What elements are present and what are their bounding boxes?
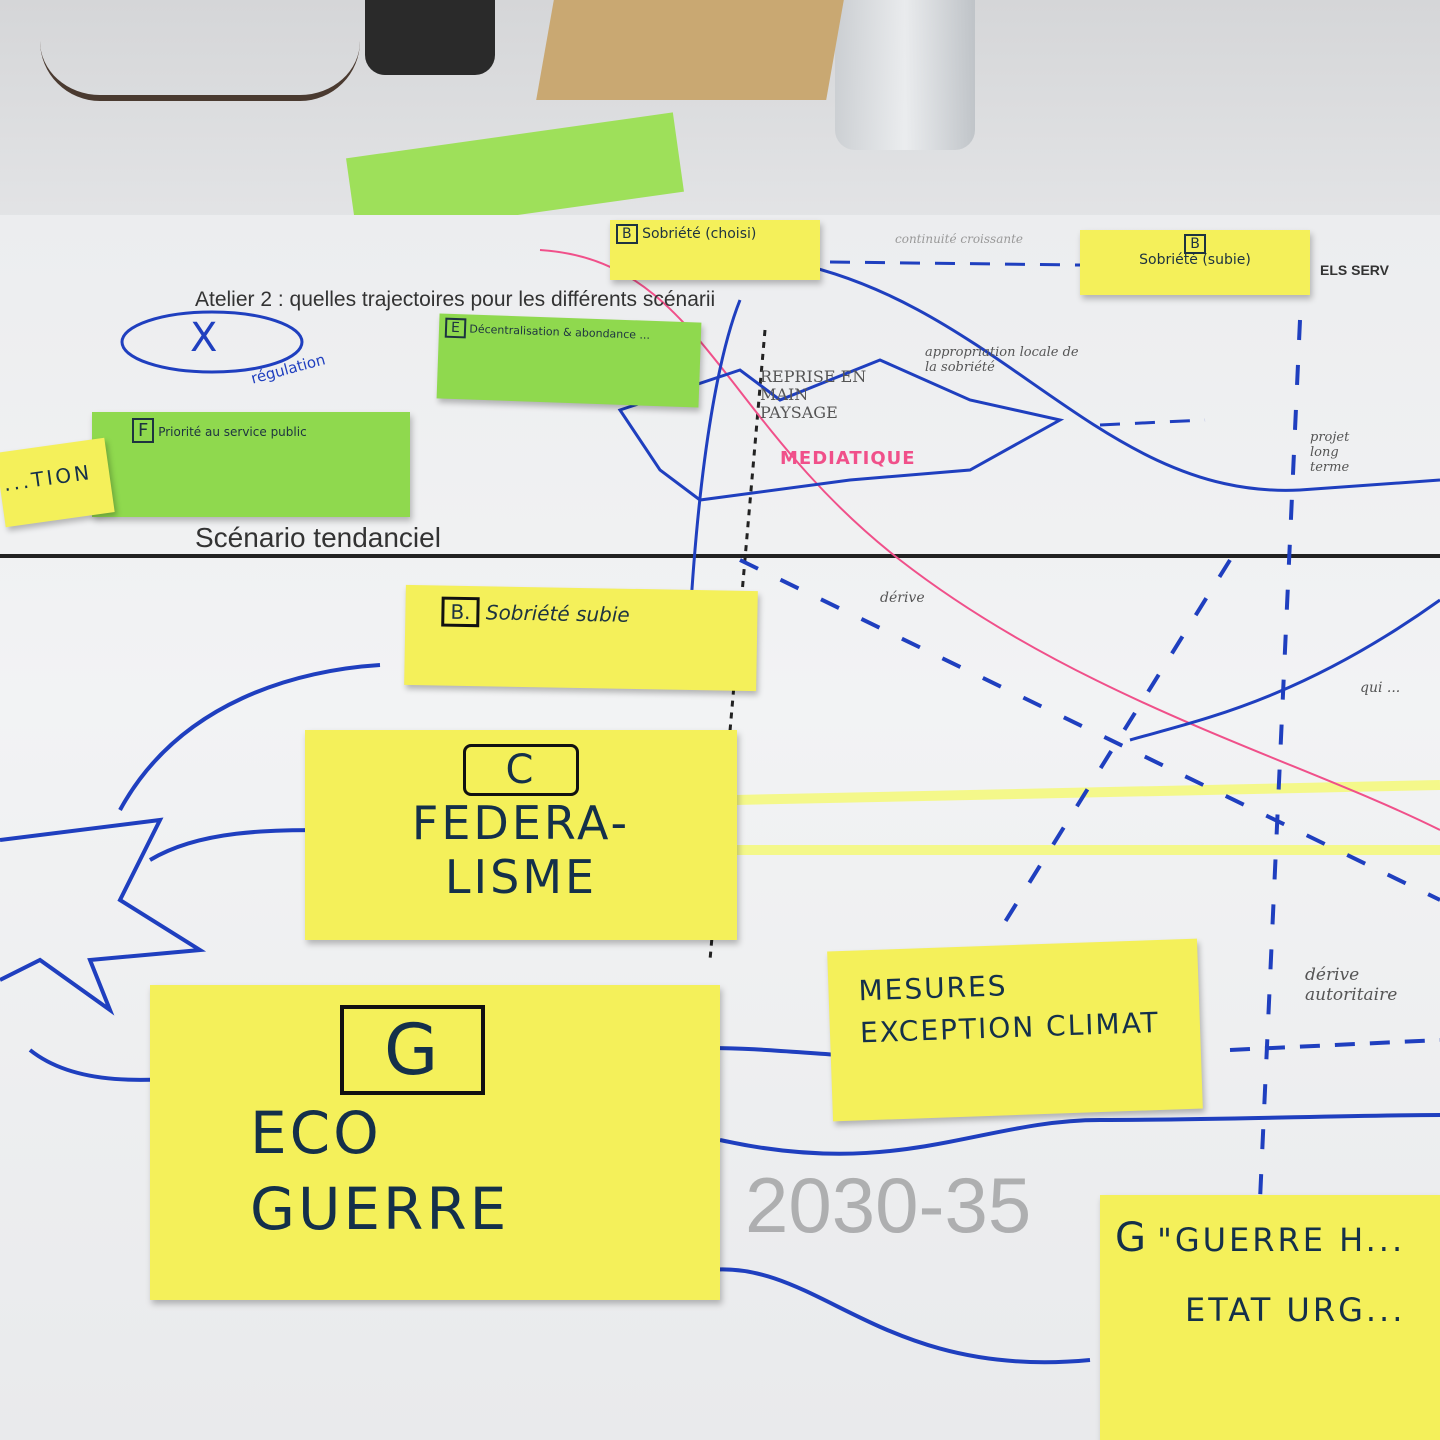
sticky-note-b-choisi: B Sobriété (choisi) (610, 220, 820, 280)
arrow (118, 663, 381, 811)
note-letter: F (132, 418, 155, 443)
note-letter: G (340, 1005, 486, 1095)
note-letter: G (1115, 1215, 1149, 1261)
note-text-line2: ETAT URG... (1185, 1291, 1406, 1329)
cup (365, 0, 495, 75)
sticky-note-mesures: MESURES EXCEPTION CLIMAT (827, 938, 1203, 1122)
sticky-note-c-federalisme: C FEDERA-LISME (305, 730, 737, 940)
derive-autoritaire-label: dérive autoritaire (1305, 965, 1398, 1005)
note-text: Décentralisation & abondance ... (469, 322, 651, 342)
poster-title: Atelier 2 : quelles trajectoires pour le… (195, 288, 716, 311)
note-text: Sobriété subie (485, 600, 630, 627)
note-letter: E (444, 317, 467, 339)
arrow (719, 1113, 1440, 1156)
note-letter: B (616, 224, 638, 244)
note-text: ECO GUERRE (250, 1099, 510, 1243)
sticky-note-e: E Décentralisation & abondance ... (436, 313, 702, 408)
x-circle (120, 310, 304, 374)
glasses (40, 0, 360, 101)
appropriation-label: appropriation locale de la sobriété (925, 345, 1079, 375)
horizon-label: 2030-35 (745, 1161, 1032, 1249)
star-shape (0, 817, 207, 1016)
note-letter: B (1184, 234, 1206, 254)
note-text: Sobriété (subie) (1139, 252, 1251, 268)
continuite-label: continuité croissante (895, 232, 1024, 246)
header-fragment: ELS SERV (1320, 262, 1389, 278)
note-text: FEDERA-LISME (411, 796, 631, 904)
sticky-note-b-subie-top: B Sobriété (subie) (1080, 230, 1310, 295)
note-letter: B. (441, 596, 480, 628)
arrow (709, 1267, 1091, 1365)
note-text: Priorité au service public (158, 425, 307, 439)
pink-trajectory (539, 249, 1440, 831)
reprise-label: REPRISE EN MAIN PAYSAGE (760, 367, 867, 422)
sticky-note-g-eco-guerre: G ECO GUERRE (150, 985, 720, 1300)
burst-shape (617, 358, 1065, 502)
sticky-note-left-fragment: ...TION (0, 437, 115, 528)
sticky-note-f: F Priorité au service public (92, 412, 410, 517)
sticky-note-guerre-etat: G "GUERRE H... ETAT URG... (1100, 1195, 1440, 1440)
derive-label: dérive (880, 590, 925, 606)
arrow (148, 828, 331, 862)
glass (835, 0, 975, 150)
mediatique-label: MEDIATIQUE (780, 448, 916, 469)
section-label: Scénario tendanciel (195, 522, 441, 553)
qui-label: qui ... (1360, 680, 1401, 696)
sticky-note-b-subie: B. Sobriété subie (404, 584, 758, 692)
note-text: "GUERRE H... (1157, 1221, 1406, 1259)
x-mark: X (190, 315, 221, 361)
note-letter: C (462, 744, 580, 796)
projet-label: projet long terme (1310, 430, 1350, 475)
note-text: Sobriété (choisi) (642, 226, 757, 242)
